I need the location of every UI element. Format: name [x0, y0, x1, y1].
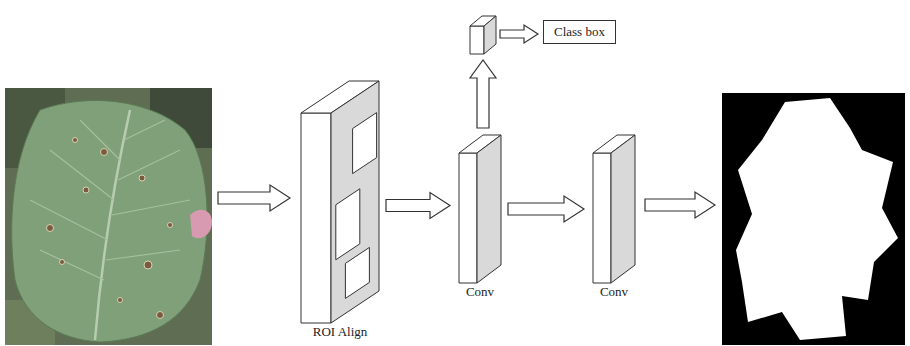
hollow-arrow [508, 196, 584, 222]
roi-region [336, 189, 360, 260]
layer-block [300, 80, 380, 324]
hollow-arrow [645, 192, 715, 218]
block-front [593, 153, 611, 283]
hollow-arrow [470, 60, 496, 128]
block-front [459, 153, 477, 283]
arrow-body [508, 196, 584, 222]
roi-region [345, 247, 369, 298]
node-label: Conv [458, 284, 502, 300]
class-box: Class box [543, 20, 616, 44]
block-side [477, 135, 501, 283]
layer-block-node: Conv [458, 134, 502, 300]
roi-region [353, 113, 377, 174]
node-label: Class box [554, 24, 605, 40]
layer-block [458, 134, 502, 284]
mask-image [722, 93, 905, 345]
node-label: ROI Align [300, 324, 380, 340]
block-side [331, 81, 379, 323]
block-front [301, 113, 331, 323]
leaf-photo [5, 88, 212, 345]
node-label: Conv [592, 284, 636, 300]
hollow-arrow [500, 25, 538, 43]
arrow-body [386, 193, 450, 219]
layer-block-node: ROI Align [300, 80, 380, 340]
layer-block [592, 134, 636, 284]
layer-block-node: Conv [592, 134, 636, 300]
block-side [611, 135, 635, 283]
feature-cube [470, 16, 496, 54]
hollow-arrow [386, 193, 450, 219]
hollow-arrow [218, 185, 290, 211]
